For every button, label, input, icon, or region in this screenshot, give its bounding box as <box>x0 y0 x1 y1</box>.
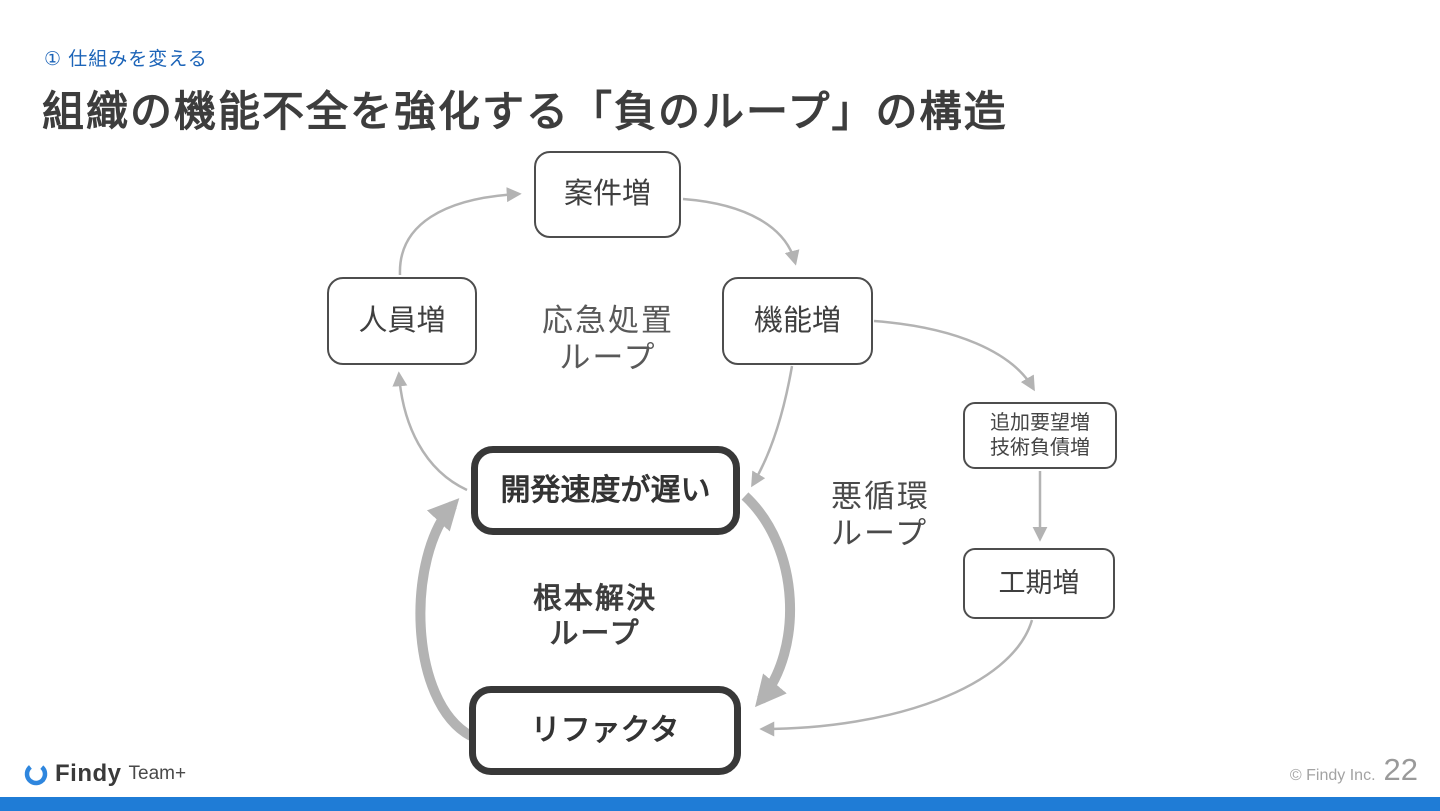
loop-label-fundamental-solution: 根本解決 ループ <box>505 582 685 652</box>
node-label: 工期増 <box>998 567 1080 598</box>
node-tsuika-youbou-zou: 追加要望増 技術負債増 <box>963 402 1117 469</box>
bottom-accent-bar <box>0 797 1440 811</box>
page-title: 組織の機能不全を強化する「負のループ」の構造 <box>42 88 1008 135</box>
loop-label-line: 根本解決 <box>532 583 657 615</box>
arrow-kinou-to-kaihatsu <box>751 365 794 488</box>
node-label-line1: 追加要望増 <box>990 411 1090 434</box>
node-kinou-zou: 機能増 <box>722 277 873 365</box>
loop-label-emergency-fix: 応急処置 ループ <box>518 302 698 376</box>
section-eyebrow: ① 仕組みを変える <box>44 49 208 70</box>
page-number: 22 <box>1383 752 1418 787</box>
loop-label-line: ループ <box>549 617 641 650</box>
node-label: リファクタ <box>530 713 680 747</box>
loop-label-line: 応急処置 <box>542 303 674 338</box>
loop-label-line: ループ <box>559 340 657 376</box>
findy-logo-icon <box>24 762 48 786</box>
footer-logo: Findy Team+ <box>24 760 186 788</box>
footer-copyright: © Findy Inc. 22 <box>1290 752 1418 788</box>
node-anken-zou: 案件増 <box>534 151 681 238</box>
node-label: 開発速度が遅い <box>500 473 711 507</box>
node-label: 機能増 <box>753 304 841 337</box>
copyright-text: © Findy Inc. <box>1289 767 1376 784</box>
arrow-kaihatsu-to-refactor-thick <box>741 492 796 708</box>
node-label: 人員増 <box>358 304 446 337</box>
logo-brand-text: Findy <box>55 760 122 787</box>
loop-label-line: 悪循環 <box>831 479 930 514</box>
node-label-line2: 技術負債増 <box>990 436 1090 459</box>
arrow-jinin-to-anken <box>398 187 522 276</box>
node-label: 案件増 <box>563 178 651 211</box>
node-kouki-zou: 工期増 <box>963 548 1115 619</box>
loop-label-vicious-circle: 悪循環 ループ <box>831 478 971 552</box>
node-kaihatsu-sokudo-osoi: 開発速度が遅い <box>471 446 740 535</box>
arrow-kouki-to-refactor <box>759 619 1034 737</box>
arrow-kinou-to-tsuika <box>873 319 1035 392</box>
loop-label-line: ループ <box>831 516 929 552</box>
arrow-kaihatsu-to-jinin <box>392 371 468 492</box>
node-refactor: リファクタ <box>469 686 741 775</box>
arrow-anken-to-kinou <box>682 197 800 266</box>
node-jinin-zou: 人員増 <box>327 277 477 365</box>
arrow-refactor-to-kaihatsu-thick <box>415 498 474 741</box>
logo-product-text: Team+ <box>128 763 187 784</box>
